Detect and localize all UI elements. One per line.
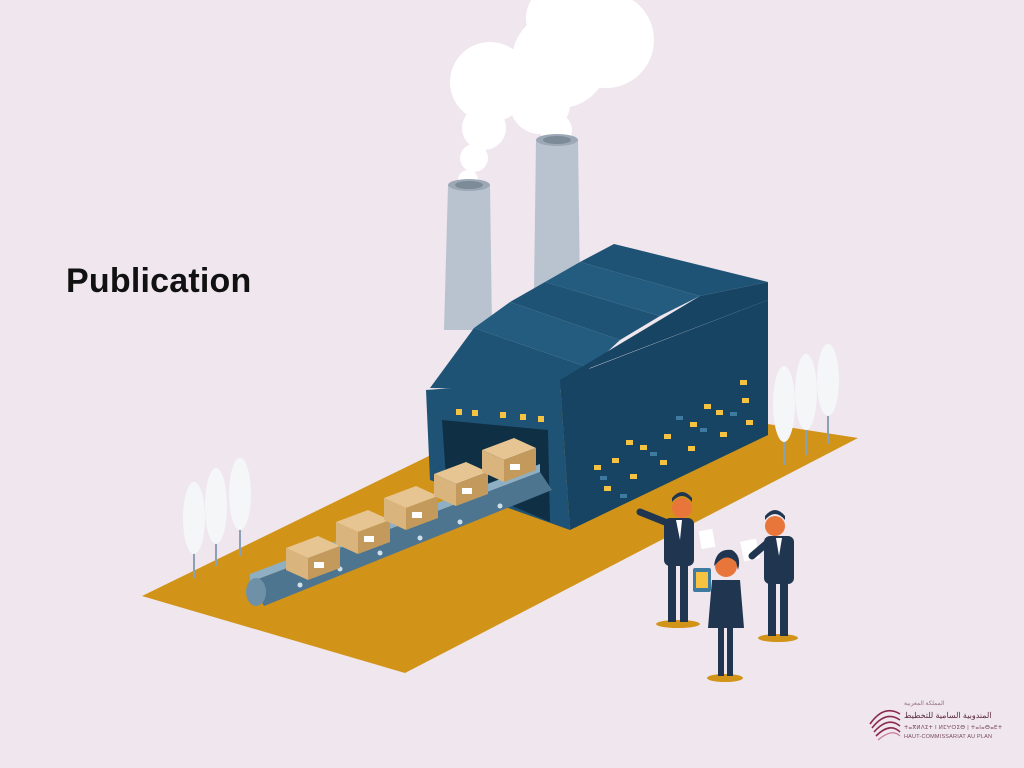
trees-left xyxy=(183,458,251,578)
box xyxy=(336,510,390,554)
person-woman-tablet xyxy=(693,549,744,682)
logo-arabic-name: المندوبية السامية للتخطيط xyxy=(904,711,992,720)
logo-tifinagh: ⵜⴰⴳⵍⴷⵉⵜ ⵏ ⵍⵎⵖⵔⵉⴱ | ⵜⴰⵏⴰⴱⴰⴹⵜ xyxy=(904,725,1003,731)
logo-arabic-kingdom: المملكة المغربية xyxy=(904,701,945,707)
person-right xyxy=(740,510,798,642)
hcp-logo-emblem-icon xyxy=(869,709,901,741)
smoke-clouds xyxy=(450,0,654,190)
factory-building xyxy=(426,244,768,530)
boxes xyxy=(286,438,536,580)
box xyxy=(482,438,536,482)
logo-french-name: HAUT-COMMISSARIAT AU PLAN xyxy=(904,734,993,740)
box xyxy=(286,536,340,580)
chimneys xyxy=(444,134,580,330)
slide-title: Publication xyxy=(66,262,252,300)
box xyxy=(434,462,488,506)
person-pointing xyxy=(636,492,700,628)
paper-sheet xyxy=(698,528,716,550)
trees-right xyxy=(773,344,839,465)
box xyxy=(384,486,438,530)
